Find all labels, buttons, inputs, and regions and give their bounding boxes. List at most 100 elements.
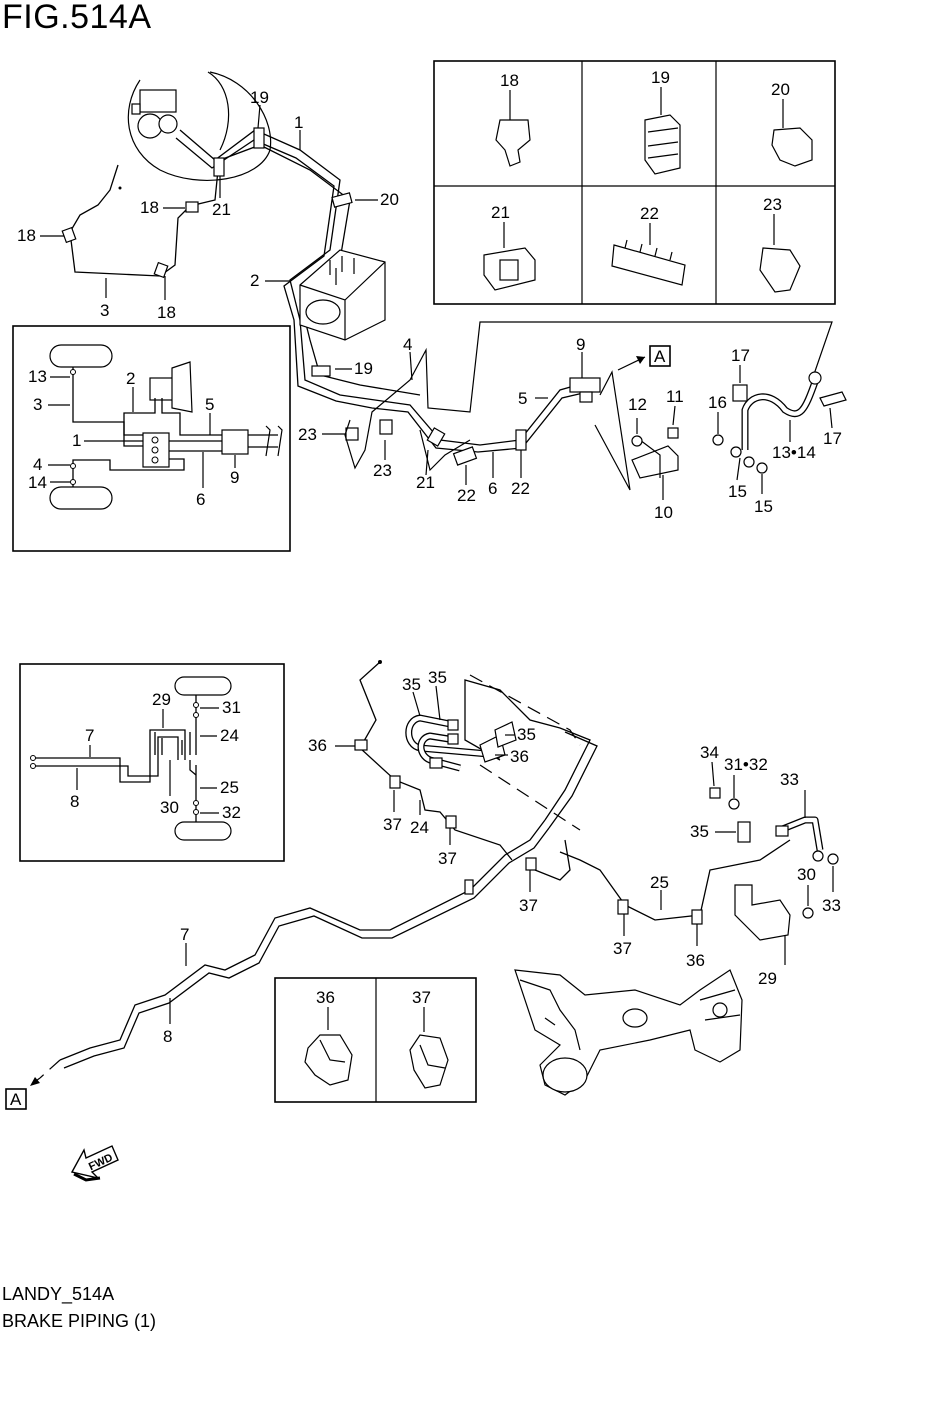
schematic-callout-30: 30 <box>160 798 179 817</box>
clamp-label-21: 21 <box>491 203 510 222</box>
left-branch-pipe <box>69 164 219 277</box>
callout-2: 2 <box>250 271 259 290</box>
callout-25: 25 <box>650 873 669 892</box>
callout-7: 7 <box>180 925 189 944</box>
rear-branch-pipe-left: 36 37 24 37 37 <box>308 660 538 915</box>
callout-13-14: 13•14 <box>772 443 816 462</box>
ref-marker-top: A <box>617 345 671 371</box>
schematic-callout-24: 24 <box>220 726 239 745</box>
callout-20: 19 <box>354 359 373 378</box>
callout-3: 3 <box>100 301 109 320</box>
rear-main-pipe: A 7 8 <box>5 679 598 1110</box>
clamp-label-23: 23 <box>763 195 782 214</box>
callout-18: 18 <box>140 198 159 217</box>
clamp-label-19: 19 <box>651 68 670 87</box>
callout-19: 21 <box>212 200 231 219</box>
callout-22: 22 <box>457 486 476 505</box>
callout-36: 36 <box>686 951 705 970</box>
diagram-code: LANDY_514A <box>2 1284 115 1304</box>
rear-schematic-box: 29 7 8 30 31 24 25 32 <box>19 663 285 862</box>
schematic-callout-3: 3 <box>33 395 42 414</box>
schematic-callout-29: 29 <box>152 690 171 709</box>
schematic-callout-5: 5 <box>205 395 214 414</box>
clamp-label-20: 20 <box>771 80 790 99</box>
ref-marker-label: A <box>654 347 666 366</box>
clamp-label-36: 36 <box>316 988 335 1007</box>
callout-16: 16 <box>708 393 727 412</box>
diagram-name: BRAKE PIPING (1) <box>2 1311 157 1331</box>
callout-10: 10 <box>654 503 673 522</box>
callout-18: 18 <box>17 226 36 245</box>
callout-19: 19 <box>250 88 269 107</box>
callout-6: 6 <box>488 479 497 498</box>
callout-9: 9 <box>576 335 585 354</box>
callout-37: 37 <box>519 896 538 915</box>
callout-19: 20 <box>380 190 399 209</box>
callout-23: 23 <box>298 425 317 444</box>
brake-hose-rear: 33 33 34 31•32 35 30 29 <box>690 743 841 988</box>
callout-15: 15 <box>728 482 747 501</box>
clamp-reference-box-top: 18 19 20 21 22 23 <box>433 60 836 305</box>
callout-8: 8 <box>163 1027 172 1046</box>
callout-35: 36 <box>510 747 529 766</box>
rear-suspension-arm <box>514 969 743 1096</box>
callout-33: 31•32 <box>724 755 768 774</box>
callout-17: 17 <box>731 346 750 365</box>
schematic-callout-25: 25 <box>220 778 239 797</box>
schematic-callout-8: 8 <box>70 792 79 811</box>
callout-22: 22 <box>511 479 530 498</box>
callout-31-32: 33 <box>780 770 799 789</box>
body-outline-top <box>344 321 833 491</box>
callout-37: 37 <box>383 815 402 834</box>
callout-30: 35 <box>402 675 421 694</box>
callout-12: 12 <box>628 395 647 414</box>
hydraulic-control-unit <box>299 249 386 341</box>
callout-23: 23 <box>373 461 392 480</box>
callout-36: 36 <box>308 736 327 755</box>
schematic-callout-6: 6 <box>196 490 205 509</box>
callout-35: 35 <box>690 822 709 841</box>
callout-28: 30 <box>797 865 816 884</box>
callout-37: 37 <box>438 849 457 868</box>
callout-4: 4 <box>403 335 412 354</box>
fwd-arrow-icon: FWD <box>70 1145 119 1182</box>
schematic-callout-7: 7 <box>85 726 94 745</box>
schematic-callout-4: 4 <box>33 455 42 474</box>
schematic-callout-2: 2 <box>126 369 135 388</box>
brake-hose-bracket-front: 10 12 11 <box>569 377 684 522</box>
rear-body-outline: 25 37 36 <box>469 674 791 970</box>
callout-26-27: 29 <box>758 969 777 988</box>
callout-5: 5 <box>518 389 527 408</box>
callout-37: 37 <box>613 939 632 958</box>
brake-hose-front: 17 17 13•14 16 15 15 <box>708 346 847 516</box>
callout-29: 35 <box>428 668 447 687</box>
callouts-top: 19 1 20 21 18 18 3 18 2 19 4 23 23 21 22… <box>17 88 585 505</box>
schematic-callout-14: 14 <box>28 473 47 492</box>
clamp-label-37: 37 <box>412 988 431 1007</box>
ref-marker-bottom: A <box>10 1090 22 1109</box>
clamp-reference-box-bottom: 36 37 <box>274 977 477 1103</box>
clamp-label-18: 18 <box>500 71 519 90</box>
schematic-callout-32: 32 <box>222 803 241 822</box>
callout-34: 34 <box>700 743 719 762</box>
schematic-callout-13: 13 <box>28 367 47 386</box>
schematic-callout-1: 1 <box>72 431 81 450</box>
callout-1: 1 <box>294 113 303 132</box>
clamp-label-22: 22 <box>640 204 659 223</box>
front-schematic-box: 13 3 2 1 5 6 9 4 14 <box>12 325 291 552</box>
callout-24: 24 <box>410 818 429 837</box>
master-cylinder <box>127 71 272 181</box>
callout-35: 35 <box>517 725 536 744</box>
callout-11: 11 <box>666 387 684 406</box>
callout-15: 15 <box>754 497 773 516</box>
callout-18: 18 <box>157 303 176 322</box>
schematic-callout-31: 31 <box>222 698 241 717</box>
rear-flex-tubes: 35 35 35 36 <box>402 668 536 772</box>
callout-17: 17 <box>823 429 842 448</box>
schematic-callout-9: 9 <box>230 468 239 487</box>
callout-33: 33 <box>822 896 841 915</box>
pipe-clamps-top <box>61 127 527 466</box>
callout-21: 21 <box>416 473 435 492</box>
figure-title: FIG.514A <box>2 0 152 36</box>
